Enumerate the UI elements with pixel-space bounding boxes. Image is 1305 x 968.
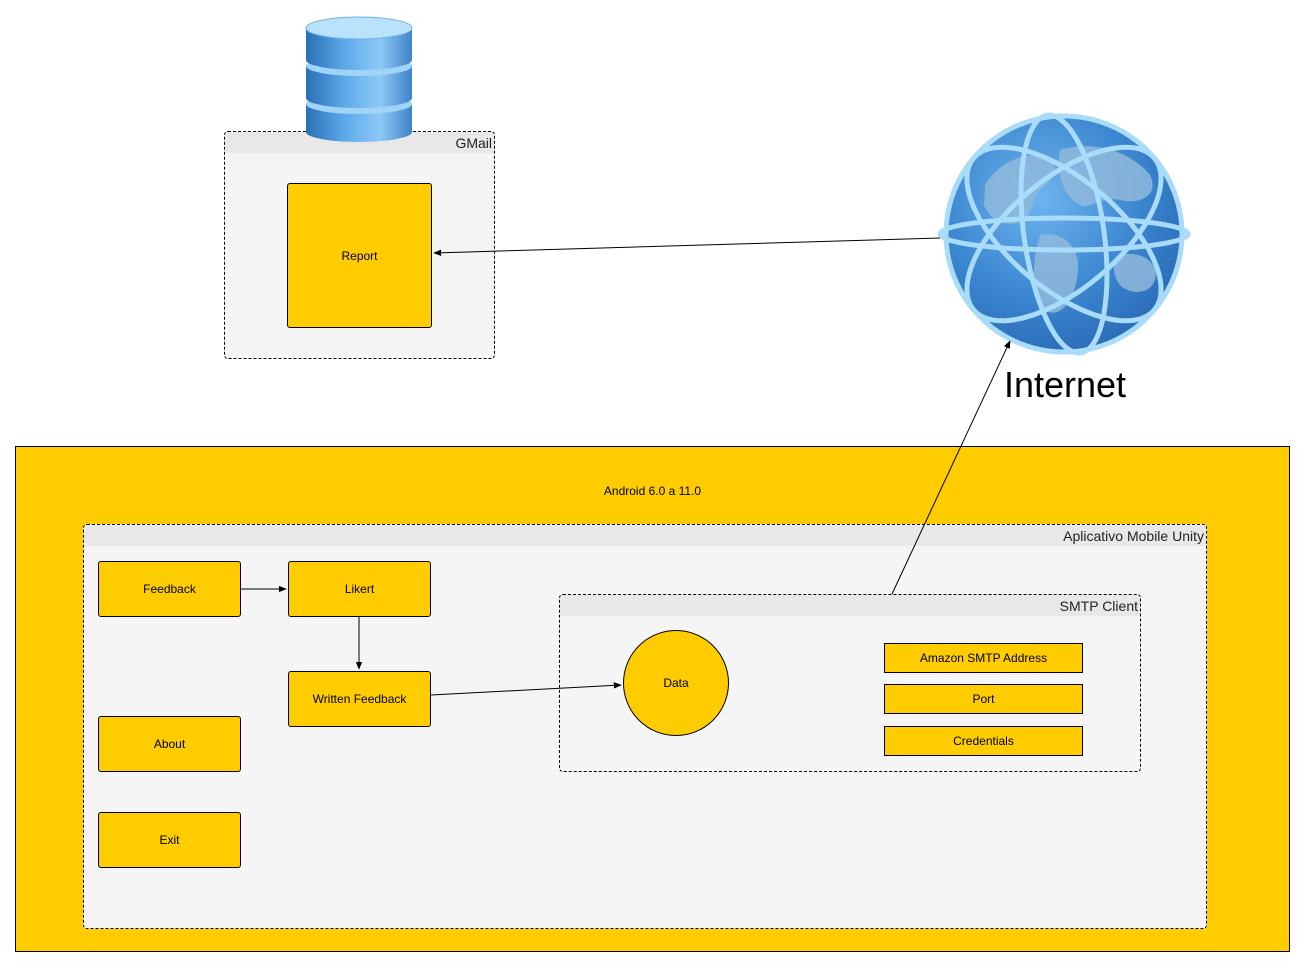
smtp-address-node[interactable]: Amazon SMTP Address	[884, 643, 1083, 673]
connectors	[241, 237, 1011, 696]
port-node[interactable]: Port	[884, 684, 1083, 714]
app-group-header: Aplicativo Mobile Unity	[84, 525, 1206, 546]
credentials-node[interactable]: Credentials	[884, 726, 1083, 756]
smtp-group-header: SMTP Client	[560, 595, 1140, 616]
edge-written-data	[430, 682, 622, 696]
edge-smtp-internet	[891, 340, 1011, 595]
edge-internet-report	[433, 237, 941, 256]
exit-node[interactable]: Exit	[98, 812, 241, 868]
written-feedback-node[interactable]: Written Feedback	[288, 671, 431, 727]
globe-icon	[937, 112, 1191, 356]
feedback-node[interactable]: Feedback	[98, 561, 241, 617]
internet-label: Internet	[1003, 364, 1127, 405]
data-node[interactable]: Data	[623, 630, 729, 736]
database-icon	[305, 16, 413, 142]
app-group-title: Aplicativo Mobile Unity	[1063, 528, 1204, 544]
gmail-group-header: GMail	[225, 132, 494, 153]
smtp-group-title: SMTP Client	[1059, 598, 1138, 614]
about-node[interactable]: About	[98, 716, 241, 772]
gmail-group-title: GMail	[455, 135, 492, 151]
report-node[interactable]: Report	[287, 183, 432, 328]
android-label: Android 6.0 a 11.0	[603, 484, 702, 498]
likert-node[interactable]: Likert	[288, 561, 431, 617]
